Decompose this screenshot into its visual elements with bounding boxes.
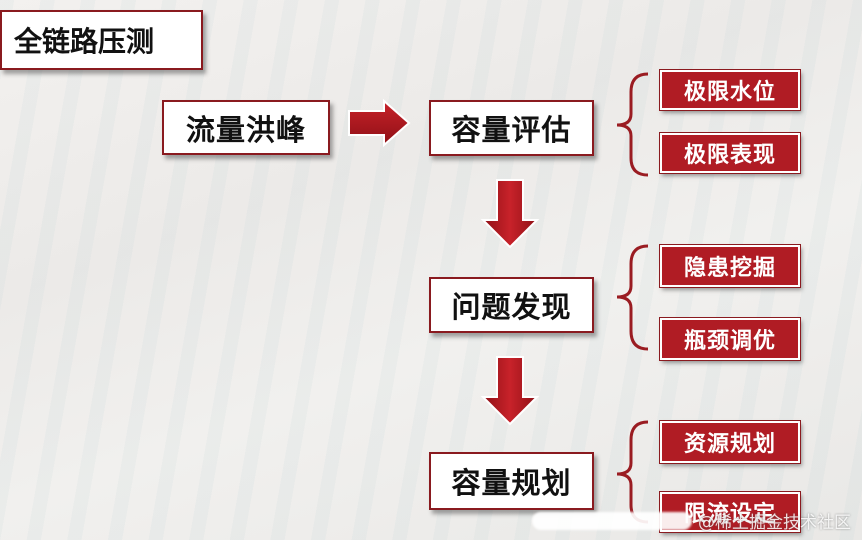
- stage-node-capacity-assessment: 容量评估: [429, 100, 594, 156]
- sub-node-limit-waterline: 极限水位: [659, 69, 801, 111]
- stage-node-capacity-planning: 容量规划: [429, 452, 594, 510]
- sub-node-limit-performance: 极限表现: [659, 132, 801, 174]
- start-node-traffic-peak: 流量洪峰: [162, 100, 330, 155]
- sub-node-hidden-risk-mining: 隐患挖掘: [659, 244, 801, 288]
- page-title: 全链路压测: [0, 10, 203, 70]
- arrow-right-start-to-stage1: [348, 98, 411, 148]
- sub-node-resource-planning: 资源规划: [659, 420, 801, 464]
- arrow-down-stage2-to-stage3: [480, 356, 540, 426]
- watermark-text: @稀土掘金技术社区: [698, 513, 851, 533]
- bracket-stage2: [616, 244, 649, 351]
- arrow-down-stage1-to-stage2: [480, 179, 540, 249]
- stage-node-problem-discovery: 问题发现: [429, 277, 594, 333]
- bracket-stage1: [616, 72, 649, 177]
- bracket-stage3: [616, 420, 649, 524]
- sub-node-bottleneck-tuning: 瓶颈调优: [659, 317, 801, 361]
- scribble-overlay: [532, 512, 692, 530]
